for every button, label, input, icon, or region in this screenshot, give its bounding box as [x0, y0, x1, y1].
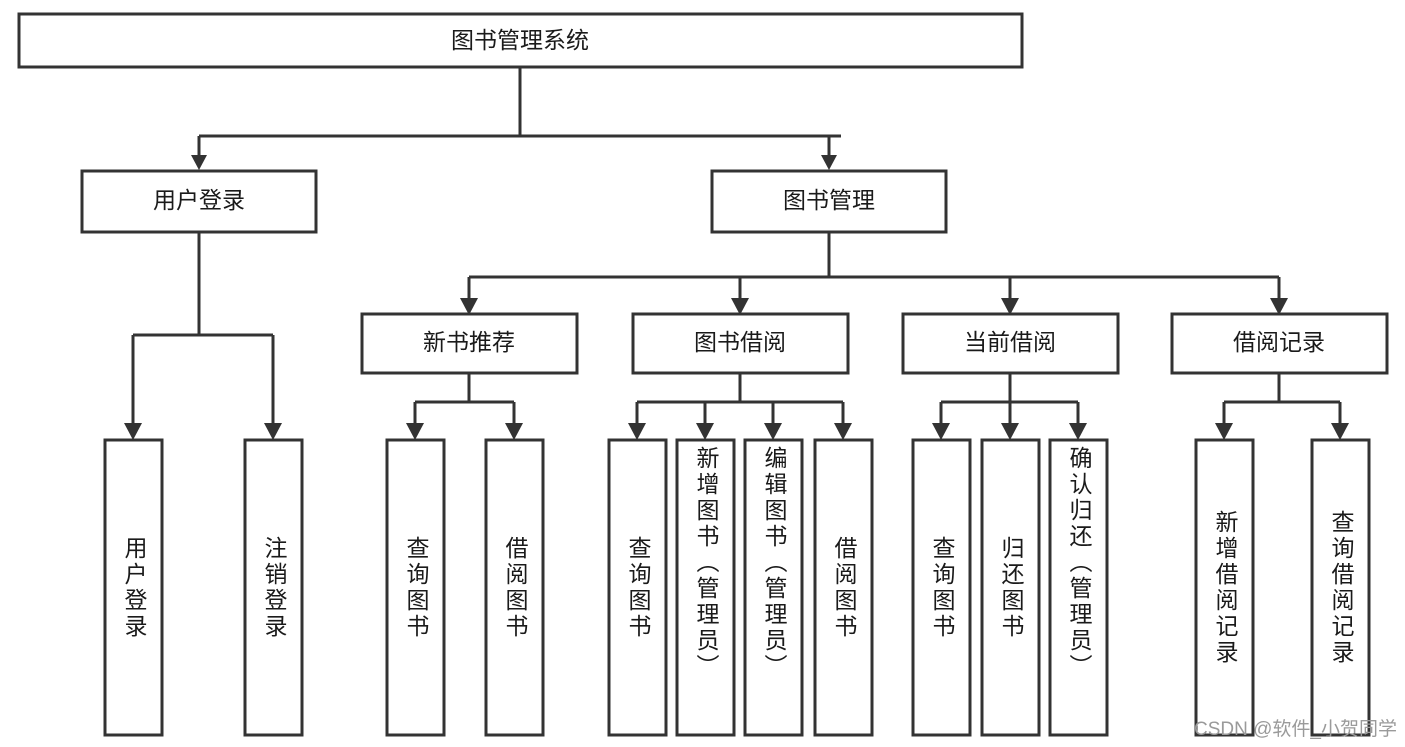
arrow-leaf-borrow-book-1 — [505, 423, 523, 440]
node-leaf-borrow-book-1-box[interactable] — [484, 438, 545, 737]
node-leaf-confirm-return-label: 确认归还（管理员） — [1066, 446, 1092, 680]
node-leaf-add-record-box[interactable] — [1194, 438, 1255, 737]
node-leaf-query-book-1[interactable]: 查询图书 — [385, 438, 446, 737]
arrow-new-book-rec — [460, 298, 478, 315]
node-leaf-logout-box[interactable] — [243, 438, 304, 737]
arrow-leaf-query-record — [1331, 423, 1349, 440]
arrow-leaf-query-book-2 — [628, 423, 646, 440]
node-book-borrow[interactable]: 图书借阅 — [631, 312, 850, 375]
arrow-leaf-user-login — [124, 423, 142, 440]
node-leaf-edit-book-box[interactable] — [743, 438, 804, 737]
node-leaf-user-login-label: 用户登录 — [121, 535, 147, 640]
node-leaf-edit-book[interactable]: 编辑图书（管理员） — [743, 438, 804, 737]
node-borrow-record-label: 借阅记录 — [1233, 329, 1325, 355]
node-leaf-query-book-2-box[interactable] — [607, 438, 668, 737]
node-leaf-query-book-3[interactable]: 查询图书 — [911, 438, 972, 737]
node-leaf-add-book[interactable]: 新增图书（管理员） — [675, 438, 736, 737]
node-book-mgmt[interactable]: 图书管理 — [710, 169, 948, 234]
node-book-borrow-box[interactable] — [631, 312, 850, 375]
arrow-leaf-confirm-return — [1069, 423, 1087, 440]
node-leaf-return-book-label: 归还图书 — [998, 535, 1024, 640]
node-leaf-borrow-book-1-label: 借阅图书 — [502, 535, 528, 640]
node-leaf-return-book-box[interactable] — [980, 438, 1041, 737]
node-user-login-label: 用户登录 — [153, 187, 245, 213]
arrow-leaf-edit-book — [764, 423, 782, 440]
node-book-mgmt-label: 图书管理 — [783, 187, 875, 213]
node-current-borrow[interactable]: 当前借阅 — [901, 312, 1120, 375]
node-leaf-borrow-book-2-label: 借阅图书 — [831, 535, 857, 640]
node-leaf-edit-book-label: 编辑图书（管理员） — [761, 446, 787, 680]
node-leaf-query-book-3-box[interactable] — [911, 438, 972, 737]
arrow-leaf-query-book-1 — [406, 423, 424, 440]
arrow-borrow-record — [1270, 298, 1288, 315]
node-leaf-query-book-2[interactable]: 查询图书 — [607, 438, 668, 737]
node-leaf-query-book-2-label: 查询图书 — [625, 535, 651, 640]
arrow-leaf-add-record — [1215, 423, 1233, 440]
node-borrow-record-box[interactable] — [1170, 312, 1389, 375]
node-leaf-borrow-book-2-box[interactable] — [813, 438, 874, 737]
node-leaf-borrow-book-1[interactable]: 借阅图书 — [484, 438, 545, 737]
arrow-current-borrow — [1001, 298, 1019, 315]
node-root-label: 图书管理系统 — [451, 27, 589, 53]
node-leaf-query-book-3-label: 查询图书 — [929, 535, 955, 640]
node-new-book-rec-box[interactable] — [360, 312, 579, 375]
node-user-login-box[interactable] — [80, 169, 318, 234]
node-leaf-confirm-return-box[interactable] — [1048, 438, 1109, 737]
node-leaf-confirm-return[interactable]: 确认归还（管理员） — [1048, 438, 1109, 737]
node-root[interactable]: 图书管理系统 — [17, 12, 1024, 69]
node-leaf-user-login-box[interactable] — [103, 438, 164, 737]
node-leaf-query-record-box[interactable] — [1310, 438, 1371, 737]
arrow-leaf-logout — [264, 423, 282, 440]
node-leaf-query-book-1-box[interactable] — [385, 438, 446, 737]
arrow-leaf-borrow-book-2 — [834, 423, 852, 440]
arrow-user-login — [191, 155, 207, 170]
node-current-borrow-box[interactable] — [901, 312, 1120, 375]
node-new-book-rec[interactable]: 新书推荐 — [360, 312, 579, 375]
node-user-login[interactable]: 用户登录 — [80, 169, 318, 234]
node-leaf-return-book[interactable]: 归还图书 — [980, 438, 1041, 737]
node-book-borrow-label: 图书借阅 — [694, 329, 786, 355]
node-leaf-add-record-label: 新增借阅记录 — [1212, 509, 1238, 666]
node-leaf-query-book-1-label: 查询图书 — [403, 535, 429, 640]
arrow-leaf-add-book — [696, 423, 714, 440]
node-root-box[interactable] — [17, 12, 1024, 69]
edges-layer — [124, 67, 1349, 440]
node-leaf-user-login[interactable]: 用户登录 — [103, 438, 164, 737]
node-leaf-add-book-label: 新增图书（管理员） — [693, 446, 719, 680]
arrow-book-mgmt — [821, 155, 837, 170]
node-borrow-record[interactable]: 借阅记录 — [1170, 312, 1389, 375]
arrow-book-borrow — [731, 298, 749, 315]
node-leaf-add-book-box[interactable] — [675, 438, 736, 737]
arrow-leaf-return-book — [1001, 423, 1019, 440]
node-current-borrow-label: 当前借阅 — [964, 329, 1056, 355]
arrow-leaf-query-book-3 — [932, 423, 950, 440]
node-leaf-borrow-book-2[interactable]: 借阅图书 — [813, 438, 874, 737]
node-leaf-logout[interactable]: 注销登录 — [243, 438, 304, 737]
node-leaf-query-record[interactable]: 查询借阅记录 — [1310, 438, 1371, 737]
node-leaf-add-record[interactable]: 新增借阅记录 — [1194, 438, 1255, 737]
node-new-book-rec-label: 新书推荐 — [423, 329, 515, 355]
node-leaf-query-record-label: 查询借阅记录 — [1328, 509, 1354, 666]
node-leaf-logout-label: 注销登录 — [261, 535, 287, 640]
node-book-mgmt-box[interactable] — [710, 169, 948, 234]
